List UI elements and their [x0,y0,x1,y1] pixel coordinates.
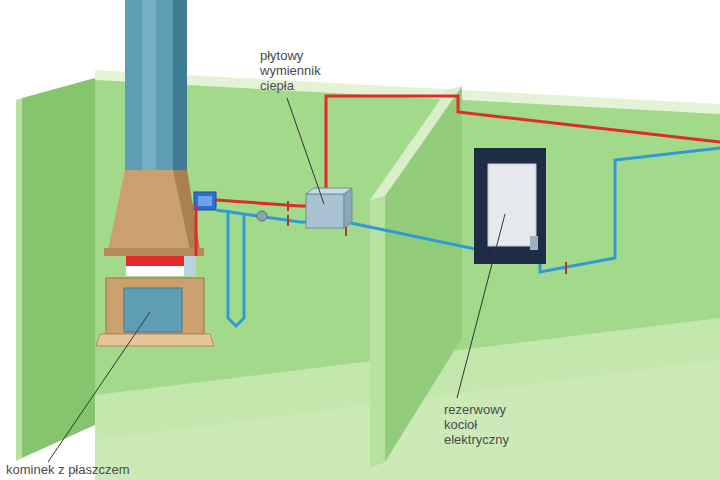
water-jacket [126,256,184,276]
exchanger-side [344,188,352,228]
partition-top [370,86,462,200]
valve-mark [287,201,289,211]
water-jacket-side [184,256,196,276]
fireplace-hood [108,170,200,250]
plate-heat-exchanger [306,194,344,228]
fireplace-door [124,288,182,332]
expansion-device-detail [198,196,212,206]
partition-edge [370,196,385,468]
electric-boiler [474,148,546,264]
firebox [126,266,184,276]
return-pipe [228,210,244,326]
hot-pipe [216,200,306,206]
part-label: kominek z płaszczem [6,462,206,477]
chimney-highlight [142,0,156,170]
chimney-side [173,0,187,170]
pump-symbol [257,211,267,221]
return-pipe [540,148,720,272]
part-label: rezerwowy kocioł elektryczny [444,402,526,447]
valve-mark [565,262,567,274]
left-wall-edge [16,98,22,461]
wall-top [95,70,720,114]
part-label: płytowy wymiennik ciepła [260,48,334,93]
fireplace-base [106,278,204,334]
left-wall [22,78,95,458]
valve-mark [287,215,289,226]
leader-line [287,98,324,204]
hot-pipe [195,205,198,256]
boiler-fitting [530,236,538,250]
chimney [125,0,173,170]
back-wall [95,78,720,480]
fireplace-shelf [104,248,204,256]
leader-line [457,214,505,398]
boiler-panel [488,164,536,246]
leader-line [48,312,150,462]
fireplace-foot [96,334,214,346]
